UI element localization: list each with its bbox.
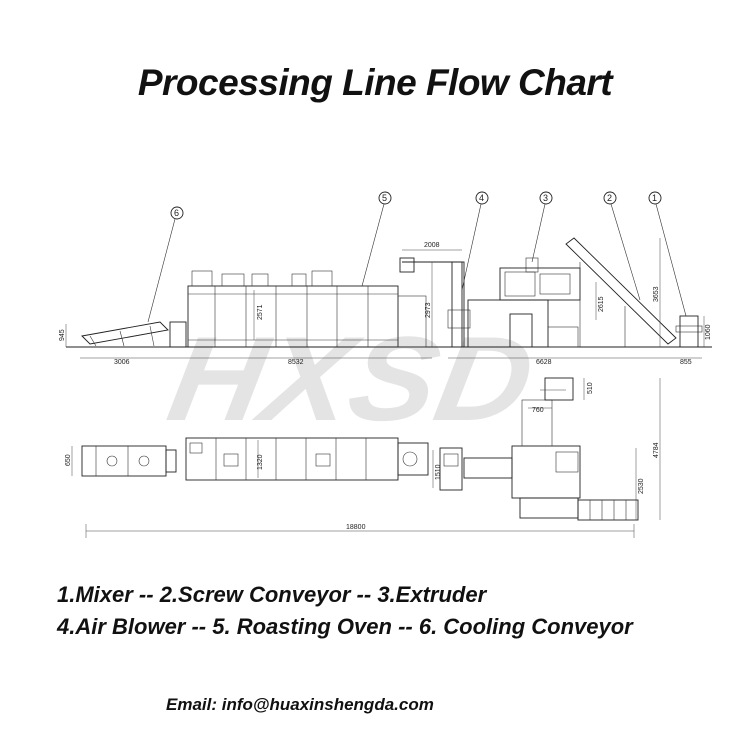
svg-text:1: 1 xyxy=(652,193,657,203)
svg-text:2: 2 xyxy=(607,193,612,203)
dim-650: 650 xyxy=(65,454,72,466)
dim-510: 510 xyxy=(587,382,594,394)
dim-3653: 3653 xyxy=(653,286,660,302)
dim-3006: 3006 xyxy=(114,359,130,366)
svg-text:5: 5 xyxy=(382,193,387,203)
callout-1: 1 xyxy=(648,191,687,317)
legend-line-2: 4.Air Blower -- 5. Roasting Oven -- 6. C… xyxy=(57,614,633,639)
air-blower-plan xyxy=(439,447,463,491)
svg-text:3: 3 xyxy=(543,193,548,203)
dim-2973: 2973 xyxy=(425,302,432,318)
callouts: 6 5 4 3 2 xyxy=(147,191,687,323)
dim-8532: 8532 xyxy=(288,359,304,366)
dim-18800: 18800 xyxy=(346,524,366,531)
extruder-plan xyxy=(463,377,639,521)
dim-6628: 6628 xyxy=(536,359,552,366)
svg-text:6: 6 xyxy=(174,208,179,218)
plan-view xyxy=(81,377,639,521)
dim-2571: 2571 xyxy=(257,304,264,320)
screw-conveyor-side xyxy=(565,237,677,347)
dim-2530: 2530 xyxy=(638,478,645,494)
side-elevation-view xyxy=(66,237,712,348)
dim-2615: 2615 xyxy=(598,296,605,312)
callout-5: 5 xyxy=(361,191,392,287)
air-blower-side xyxy=(399,257,471,348)
contact-email: Email: info@huaxinshengda.com xyxy=(166,695,434,714)
chart-title: Processing Line Flow Chart xyxy=(137,62,613,103)
callout-3: 3 xyxy=(531,191,553,263)
dim-4784: 4784 xyxy=(653,442,660,458)
mixer-side xyxy=(675,315,703,348)
svg-text:4: 4 xyxy=(479,193,484,203)
side-dimensions: 945 3006 8532 2571 2008 2973 3653 2615 1… xyxy=(59,238,712,366)
dim-945: 945 xyxy=(59,329,66,341)
legend-line-1: 1.Mixer -- 2.Screw Conveyor -- 3.Extrude… xyxy=(57,582,487,607)
cooling-conveyor-plan xyxy=(81,445,177,477)
dim-1510: 1510 xyxy=(435,464,442,480)
callout-4: 4 xyxy=(461,191,489,291)
callout-6: 6 xyxy=(147,206,184,323)
roasting-oven-side xyxy=(187,270,427,348)
dim-855: 855 xyxy=(680,359,692,366)
cooling-conveyor-side xyxy=(81,321,187,348)
callout-2: 2 xyxy=(603,191,641,301)
roasting-oven-plan xyxy=(185,437,429,481)
dim-760: 760 xyxy=(532,407,544,414)
dim-1060: 1060 xyxy=(705,324,712,340)
dim-2008: 2008 xyxy=(424,242,440,249)
plan-dimensions: 510 760 650 1320 1510 4784 2530 18800 xyxy=(65,378,661,538)
dim-1320: 1320 xyxy=(257,454,264,470)
watermark: HXSD xyxy=(159,312,543,446)
